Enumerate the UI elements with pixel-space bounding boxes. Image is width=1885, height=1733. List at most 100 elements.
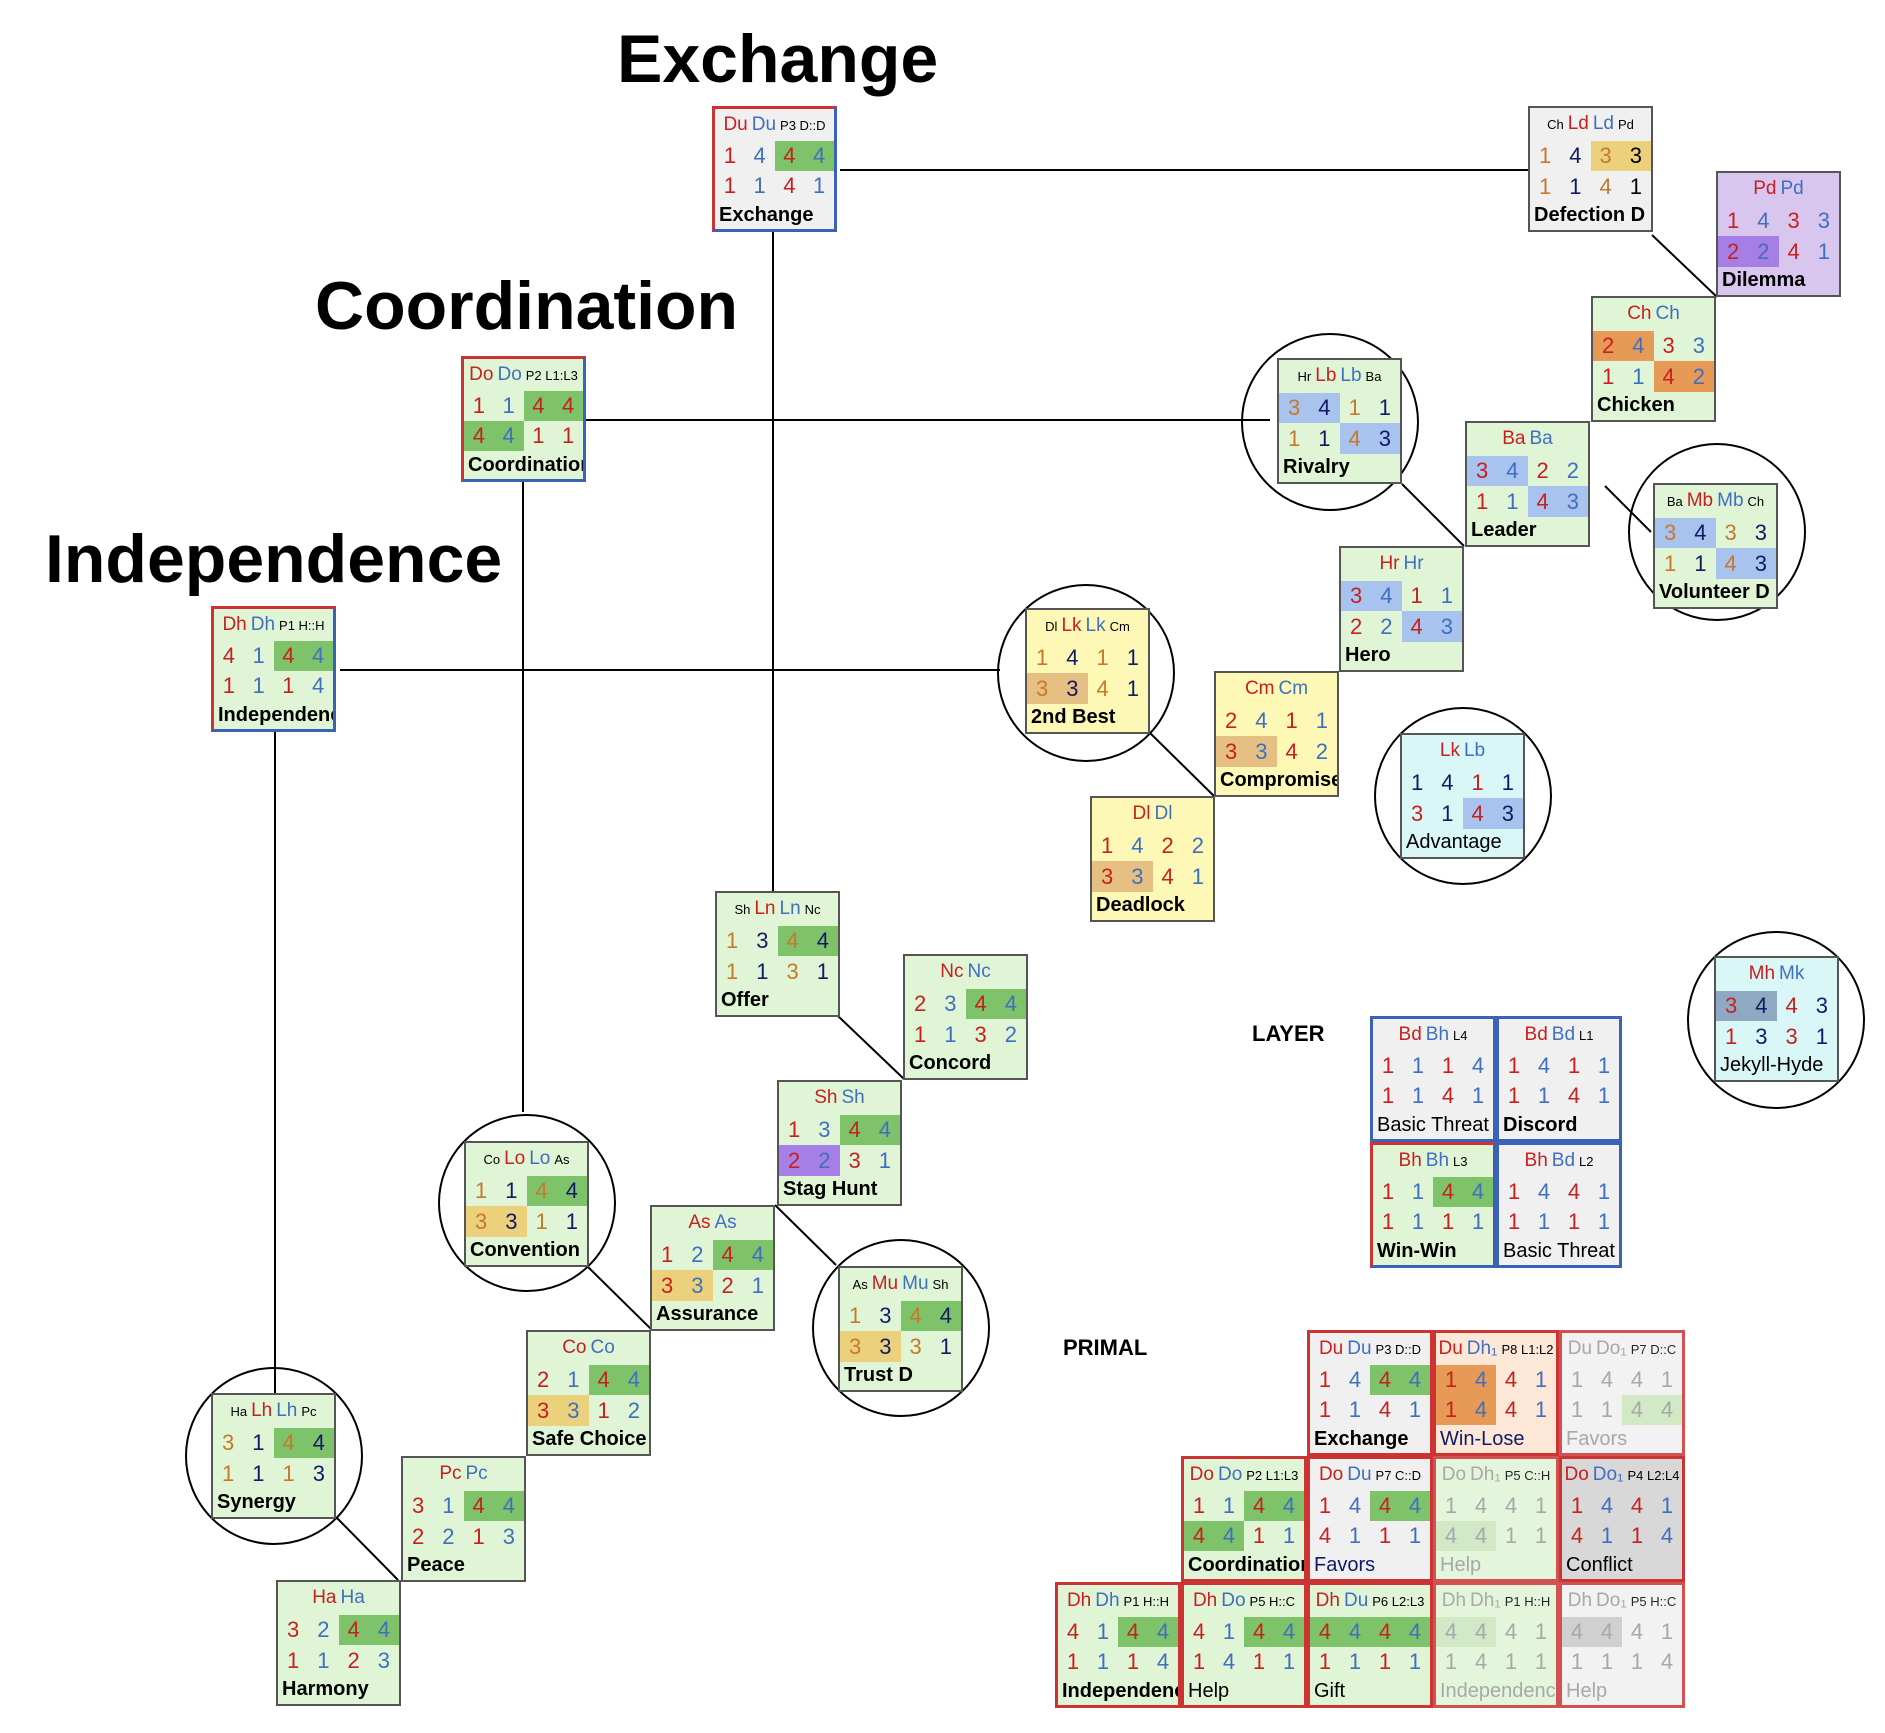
payoff-cell: 1: [661, 1242, 674, 1268]
player-label: Ba: [1502, 428, 1526, 450]
payoff-cell: 1: [849, 1303, 862, 1329]
payoff-cell: 1: [756, 958, 769, 984]
player-label: Sh: [932, 1276, 949, 1292]
payoff-cell: 1: [252, 643, 265, 669]
payoff-cell: 1: [1348, 1523, 1362, 1549]
player-label: As: [554, 1151, 570, 1167]
player-label: Mu: [902, 1273, 929, 1295]
player-label: Pd: [1780, 178, 1804, 200]
player-label: Lb: [1340, 365, 1362, 387]
game-name: Harmony: [282, 1678, 369, 1701]
game-name: 2nd Best: [1031, 706, 1116, 729]
payoff-cell: 1: [472, 393, 485, 419]
payoff-cell: 4: [1504, 1397, 1518, 1423]
payoff-cell: 1: [1501, 770, 1514, 796]
payoff-cell: 4: [1757, 208, 1770, 234]
game-name: Leader: [1471, 519, 1537, 542]
payoff-cell: 1: [252, 673, 265, 699]
player-label: Sh: [734, 901, 751, 917]
player-label: Hr: [1379, 553, 1400, 575]
payoff-cell: 3: [840, 1331, 871, 1362]
payoff-cell: 4: [965, 988, 996, 1020]
payoff-cell: 4: [1497, 455, 1528, 487]
payoff-cell: 4: [1599, 173, 1612, 199]
payoff-cell: 4: [804, 141, 834, 172]
player-label: Nc: [804, 901, 821, 917]
payoff-cell: 3: [1431, 611, 1462, 642]
payoff-cell: 1: [1282, 1523, 1296, 1549]
payoff-cell: 1: [1096, 645, 1109, 671]
payoff-cell: 3: [1692, 333, 1705, 359]
payoff-cell: 1: [1252, 1649, 1266, 1675]
player-label: Bh: [1425, 1024, 1450, 1046]
player-label: Mh: [1748, 963, 1776, 985]
payoff-cell: 1: [1476, 488, 1489, 514]
player-label: Dh: [1192, 1590, 1218, 1612]
payoff-cell: 1: [532, 423, 545, 449]
player-label: P7 D::C: [1630, 1341, 1677, 1357]
game-name: Compromise: [1220, 769, 1339, 792]
payoff-cell: 4: [588, 1364, 619, 1396]
payoff-cell: 3: [1745, 548, 1776, 579]
game-name: Help: [1440, 1553, 1482, 1576]
payoff-cell: 1: [1288, 425, 1301, 451]
payoff-cell: 4: [1184, 1521, 1214, 1552]
payoff-cell: 1: [726, 928, 739, 954]
game-name: Chicken: [1597, 394, 1675, 417]
player-label: Dh₁: [1470, 1464, 1501, 1486]
payoff-cell: 1: [1471, 1083, 1485, 1109]
player-label: Ln: [754, 898, 776, 920]
game-name: Coordination: [468, 453, 586, 476]
player-label: Sh: [814, 1087, 838, 1109]
payoff-cell: 1: [1381, 1053, 1395, 1079]
payoff-cell: 4: [1466, 1617, 1496, 1648]
player-label: Do₁: [1596, 1338, 1627, 1360]
payoff-cell: 4: [1285, 738, 1298, 764]
payoff-cell: 4: [807, 925, 838, 957]
payoff-cell: 1: [1570, 1367, 1584, 1393]
payoff-cell: 4: [1504, 1493, 1518, 1519]
game-name: Exchange: [1314, 1427, 1409, 1450]
player-label: L1: [1579, 1027, 1594, 1043]
payoff-cell: 4: [1401, 611, 1432, 642]
payoff-cell: 1: [1534, 1367, 1548, 1393]
player-label: Mu: [871, 1273, 899, 1295]
payoff-cell: 4: [618, 1364, 649, 1396]
payoff-cell: 2: [1536, 458, 1549, 484]
payoff-cell: 1: [944, 1021, 957, 1047]
player-label: Pd: [1618, 116, 1634, 132]
game-name: Convention: [470, 1239, 580, 1262]
payoff-cell: 4: [1466, 1395, 1496, 1426]
payoff-cell: 1: [1126, 675, 1139, 701]
payoff-cell: 3: [756, 928, 769, 954]
player-label: Lk: [1061, 615, 1082, 637]
player-label: Ba: [1529, 428, 1553, 450]
payoff-cell: 4: [1378, 1397, 1392, 1423]
payoff-cell: 1: [1411, 770, 1424, 796]
